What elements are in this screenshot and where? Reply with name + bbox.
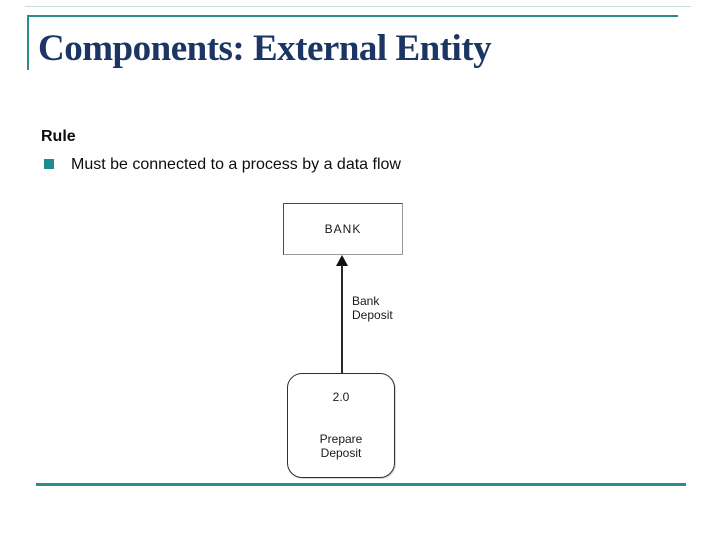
rule-bullet-item: Must be connected to a process by a data… [44, 155, 604, 174]
title-border [27, 15, 678, 70]
data-flow-label: Bank Deposit [352, 294, 393, 322]
square-bullet-icon [44, 159, 54, 169]
bottom-divider [36, 483, 686, 486]
rule-bullet-text: Must be connected to a process by a data… [71, 156, 401, 173]
data-flow-arrowhead-icon [336, 255, 348, 266]
external-entity-box: BANK [283, 203, 403, 255]
process-box: 2.0 Prepare Deposit [287, 373, 395, 478]
page-title: Components: External Entity [38, 28, 492, 69]
process-name: Prepare Deposit [319, 432, 363, 460]
data-flow-line [341, 265, 343, 374]
top-faint-divider [25, 6, 691, 7]
rule-heading: Rule [41, 128, 76, 145]
process-number: 2.0 [332, 390, 350, 404]
external-entity-label: BANK [324, 222, 362, 236]
